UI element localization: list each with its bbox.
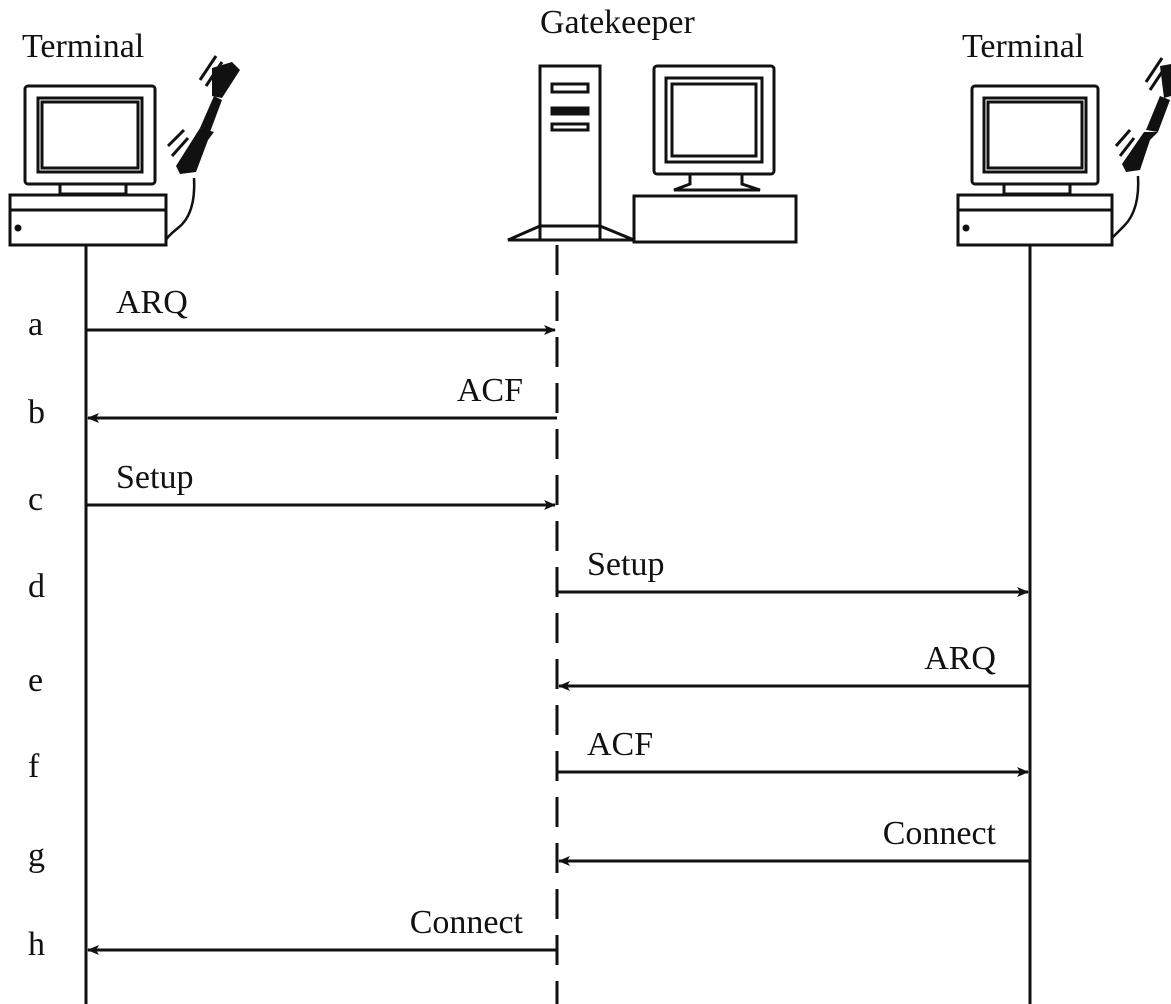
- step-label-h: h: [28, 926, 45, 963]
- step-label-f: f: [28, 748, 40, 785]
- entity-label-left-terminal: Terminal: [22, 28, 145, 65]
- step-label-g: g: [28, 837, 45, 874]
- message-label-g: Connect: [882, 815, 996, 852]
- entity-label-gatekeeper: Gatekeeper: [540, 4, 695, 41]
- message-label-a: ARQ: [116, 284, 188, 321]
- step-label-d: d: [28, 568, 45, 605]
- message-label-f: ACF: [587, 726, 654, 763]
- gatekeeper-server-tower-icon: [507, 64, 635, 242]
- right-terminal-phone-handset-icon: [1111, 57, 1171, 239]
- step-label-c: c: [28, 481, 44, 518]
- entity-label-right-terminal: Terminal: [962, 28, 1085, 65]
- step-label-e: e: [28, 662, 44, 699]
- gatekeeper-monitor-icon: [632, 64, 798, 244]
- message-label-c: Setup: [116, 459, 194, 496]
- message-label-d: Setup: [587, 546, 665, 583]
- message-label-b: ACF: [456, 372, 523, 409]
- right-terminal-computer-icon: [956, 84, 1114, 247]
- left-terminal-phone-handset-icon: [164, 55, 240, 241]
- message-label-h: Connect: [409, 904, 523, 941]
- step-label-b: b: [28, 394, 45, 431]
- step-label-a: a: [28, 306, 44, 343]
- message-label-e: ARQ: [924, 640, 996, 677]
- left-terminal-computer-icon: [8, 84, 168, 247]
